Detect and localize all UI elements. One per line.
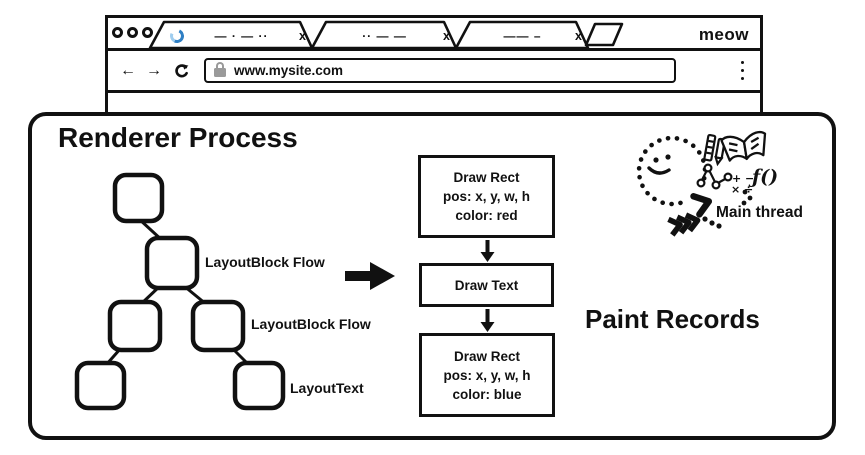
open-book-icon	[720, 131, 767, 162]
main-thread-doodle: + − × ÷ ƒ()	[636, 131, 778, 237]
back-icon[interactable]: ←	[120, 61, 136, 79]
tab-close-icon[interactable]: x	[443, 29, 450, 43]
tab-3[interactable]: —— – x	[476, 24, 582, 48]
tree-node-leaf-left	[74, 360, 127, 411]
main-thread-label: Main thread	[716, 204, 803, 221]
window-dot-icon[interactable]	[112, 27, 123, 38]
function-icon: ƒ()	[748, 166, 778, 188]
window-dot-icon[interactable]	[127, 27, 138, 38]
paint-record-line: pos: x, y, w, h	[443, 367, 531, 383]
tab-1[interactable]: — · — ·· x	[168, 24, 306, 48]
dot-trail-icon	[702, 189, 753, 229]
paint-record-line: Draw Text	[454, 277, 519, 293]
renderer-process-title: Renderer Process	[58, 122, 298, 153]
node-graph-icon	[696, 163, 733, 190]
browser-window: — · — ·· x ·· — — x —— – x meow ← → www	[105, 15, 763, 120]
url-text[interactable]: www.mysite.com	[234, 63, 344, 78]
navigation-bar: ← → www.mysite.com	[108, 51, 760, 93]
tab-bar: — · — ·· x ·· — — x —— – x meow	[108, 18, 760, 51]
triple-chevron-icon	[667, 212, 701, 237]
tree-label-layouttext: LayoutText	[290, 380, 364, 396]
window-controls[interactable]	[112, 27, 153, 38]
lock-icon	[214, 62, 226, 77]
flow-right-arrow-icon	[345, 262, 395, 290]
math-symbols-icon: × ÷	[731, 183, 753, 196]
tree-node-layoutblock-1	[144, 235, 200, 291]
tab-title-placeholder: — · — ··	[214, 29, 269, 43]
address-bar[interactable]: www.mysite.com	[204, 58, 676, 83]
tree-node-root	[112, 172, 165, 224]
tab-1-shape[interactable]	[148, 20, 314, 49]
tab-close-icon[interactable]: x	[299, 29, 306, 43]
tree-node-child-left	[107, 299, 163, 353]
paint-record-line: Draw Rect	[453, 170, 520, 185]
paint-record-box-3: Draw Rect pos: x, y, w, h color: blue	[419, 333, 555, 417]
paint-record-line: Draw Rect	[453, 348, 521, 364]
window-dot-icon[interactable]	[142, 27, 153, 38]
loading-spinner-icon	[168, 27, 186, 45]
tree-label-layoutblock-flow-2: LayoutBlock Flow	[251, 316, 371, 332]
paint-record-line: pos: x, y, w, h	[442, 189, 530, 204]
tree-label-layoutblock-flow-1: LayoutBlock Flow	[205, 254, 325, 270]
paint-record-line: color: blue	[452, 386, 522, 402]
chevron-arrow-icon	[690, 193, 713, 218]
tab-2[interactable]: ·· — — x	[332, 24, 450, 48]
layout-tree	[74, 172, 286, 411]
tree-node-layouttext	[232, 360, 286, 411]
down-arrow-icon	[480, 240, 495, 262]
paint-record-line: color: red	[455, 208, 518, 223]
tab-close-icon[interactable]: x	[575, 29, 582, 43]
dotted-circle-icon	[636, 135, 708, 207]
new-tab-button[interactable]	[584, 22, 624, 47]
tab-title-placeholder: ·· — —	[362, 29, 407, 43]
paint-record-box-2: Draw Text	[419, 263, 554, 307]
paint-record-box-1: Draw Rect pos: x, y, w, h color: red	[418, 155, 555, 238]
tab-3-shape[interactable]	[454, 20, 590, 49]
brand-label: meow	[698, 25, 749, 44]
paint-records-label: Paint Records	[585, 304, 760, 334]
forward-icon[interactable]: →	[146, 61, 162, 79]
down-arrow-icon	[480, 309, 495, 332]
menu-kebab-icon[interactable]	[740, 59, 744, 83]
smiley-face-icon	[647, 154, 671, 175]
tree-node-layoutblock-2	[190, 299, 246, 353]
tab-2-shape[interactable]	[310, 20, 458, 49]
tab-shapes	[148, 20, 624, 49]
math-symbols-icon: + −	[732, 172, 754, 185]
tab-title-placeholder: —— –	[503, 29, 542, 43]
refresh-icon[interactable]	[173, 63, 190, 80]
